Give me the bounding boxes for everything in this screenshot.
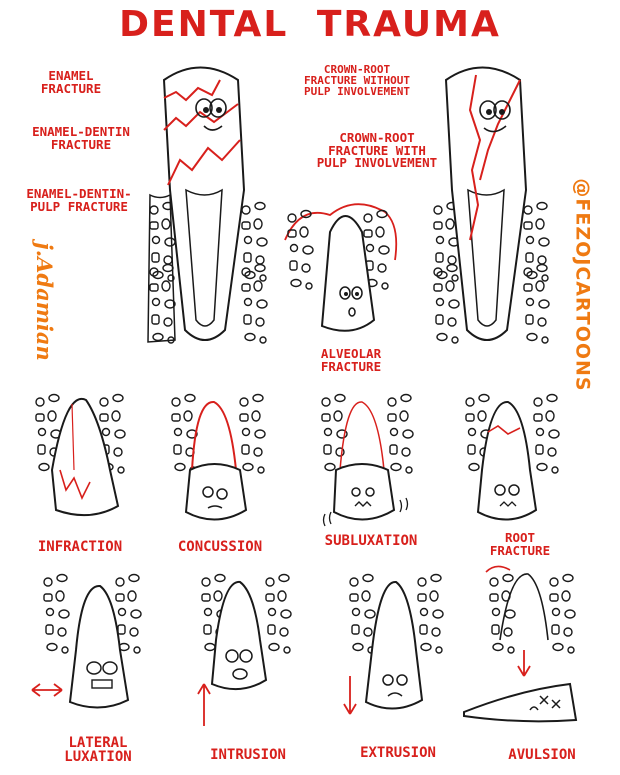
tooth-avulsion [463,565,578,723]
tooth-infraction [35,393,126,517]
label-infraction: INFRACTION [37,539,123,555]
label-crown-root-pulp: CROWN-ROOT FRACTURE WITH PULP INVOLVEMEN… [316,130,438,170]
tooth-lateral-luxation [31,573,142,709]
label-root-fracture: ROOT FRACTURE [489,530,551,558]
label-intrusion: INTRUSION [210,747,286,763]
label-enamel-fracture: ENAMEL FRACTURE [40,68,102,96]
author-handle: @FEZOJCARTOONS [572,177,595,392]
tooth-concussion [171,393,266,521]
label-lateral-luxation: LATERAL LUXATION [64,735,132,765]
tooth-subluxation [321,393,414,527]
tooth-intrusion [197,573,292,726]
label-concussion: CONCUSSION [177,539,263,555]
label-alveolar-fracture: ALVEOLAR FRACTURE [320,346,382,374]
tooth-extrusion [343,573,444,715]
label-subluxation: SUBLUXATION [324,533,418,549]
page-title: DENTAL TRAUMA [119,4,501,45]
tooth-root-fracture-mid [465,393,560,521]
label-avulsion: AVULSION [508,747,576,763]
tooth-crown-root-fractures [433,66,550,344]
label-enamel-dentin-pulp-fracture: ENAMEL-DENTIN- PULP FRACTURE [26,186,132,214]
tooth-alveolar-fracture [284,203,398,332]
label-crown-root-no-pulp: CROWN-ROOT FRACTURE WITHOUT PULP INVOLVE… [304,63,410,98]
tooth-crown-fractures [147,66,268,344]
label-extrusion: EXTRUSION [360,745,436,761]
label-enamel-dentin-fracture: ENAMEL-DENTIN FRACTURE [32,124,130,152]
author-signature: j.Adamian [31,241,57,361]
